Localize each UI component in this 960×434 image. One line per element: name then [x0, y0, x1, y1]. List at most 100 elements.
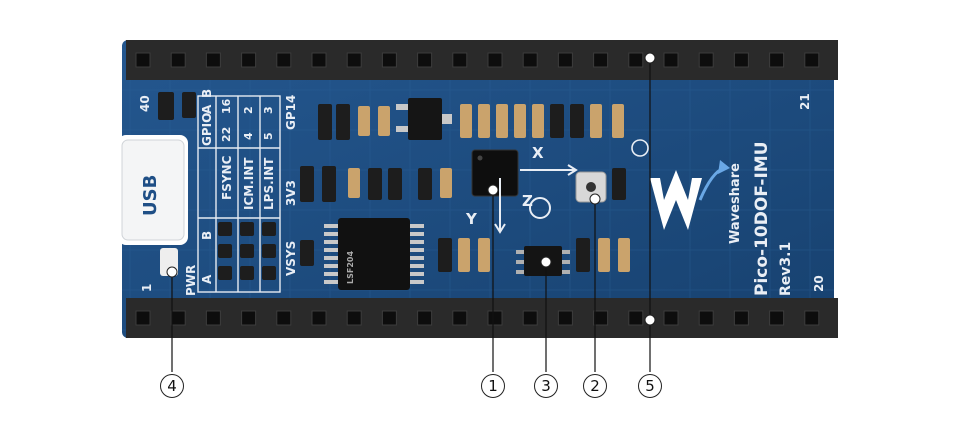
v3v3-label: 3V3 [284, 180, 298, 206]
gp14-label: GP14 [284, 94, 298, 130]
header-pin-bottom [733, 310, 749, 326]
pin-21-label: 21 [798, 93, 812, 110]
header-pin-bottom [135, 310, 151, 326]
model-label: Pico-10DOF-IMU [752, 141, 772, 296]
ic-pin [410, 224, 424, 228]
row-lps-b: 3 [262, 106, 275, 114]
row-fsync-name: FSYNC [220, 155, 234, 200]
header-pin-bottom [205, 310, 221, 326]
axis-y-label: Y [466, 210, 477, 228]
header-pin-top [276, 52, 292, 68]
header-pin-bottom [276, 310, 292, 326]
header-pin-top [628, 52, 644, 68]
ic-pin [324, 224, 338, 228]
brand-label: Waveshare [728, 163, 743, 244]
ic-pin [324, 272, 338, 276]
callout-1: 1 [481, 374, 505, 398]
header-pin-bottom [346, 310, 362, 326]
waveshare-logo-graphic [650, 160, 730, 230]
header-pin-bottom [417, 310, 433, 326]
ic-pin [410, 264, 424, 268]
ic-pin [410, 272, 424, 276]
header-pin-bottom [452, 310, 468, 326]
vsys-label: VSYS [284, 240, 298, 276]
row-fsync-b: 16 [220, 98, 233, 114]
header-pin-bottom [522, 310, 538, 326]
axis-x-label: X [532, 144, 544, 162]
icm20948-imu-chip [471, 149, 519, 197]
row-icm-name: ICM.INT [242, 157, 256, 210]
ic-marking: LSF204 [346, 250, 355, 284]
header-pin-top [417, 52, 433, 68]
ic-pin [324, 248, 338, 252]
pwr-label: PWR [184, 264, 198, 296]
callout-2: 2 [583, 374, 607, 398]
ic-pin [410, 248, 424, 252]
ic-pin [410, 280, 424, 284]
row-lps-a: 5 [262, 132, 275, 140]
table-header-b: B [200, 88, 214, 98]
header-pin-bottom [698, 310, 714, 326]
table-col-a-label: A [200, 274, 214, 284]
axis-arrows [494, 164, 578, 234]
revision-label: Rev3.1 [778, 241, 794, 296]
header-pin-bottom [311, 310, 327, 326]
gpio-table-frame [197, 95, 281, 293]
callout-4: 4 [160, 374, 184, 398]
row-lps-name: LPS.INT [262, 157, 276, 210]
header-pin-top [522, 52, 538, 68]
callout-5: 5 [638, 374, 662, 398]
ic-pin [324, 280, 338, 284]
ic-pin [410, 256, 424, 260]
header-pin-top [452, 52, 468, 68]
row-icm-b: 2 [242, 106, 255, 114]
header-pin-bottom [241, 310, 257, 326]
header-pin-bottom [628, 310, 644, 326]
header-pin-bottom [557, 310, 573, 326]
top-pin-header [126, 40, 838, 80]
bottom-pin-header [126, 298, 838, 338]
ic-pin [324, 264, 338, 268]
header-pin-bottom [804, 310, 820, 326]
axis-z-label: Z [522, 192, 533, 210]
row-icm-a: 4 [242, 132, 255, 140]
header-pin-bottom [663, 310, 679, 326]
ic-pin [410, 232, 424, 236]
header-pin-top [733, 52, 749, 68]
header-pin-top [769, 52, 785, 68]
row-fsync-a: 22 [220, 126, 233, 142]
header-pin-top [135, 52, 151, 68]
level-shifter-ic [324, 218, 424, 290]
table-header-gpio: GPIO [200, 112, 214, 146]
ic-pin [324, 256, 338, 260]
pin-1-label: 1 [140, 283, 154, 292]
pin-20-label: 20 [812, 275, 826, 292]
header-pin-top [170, 52, 186, 68]
header-pin-top [241, 52, 257, 68]
header-pin-top [381, 52, 397, 68]
lps22hb-pressure-sensor [575, 171, 607, 203]
header-pin-bottom [487, 310, 503, 326]
table-col-b-label: B [200, 230, 214, 240]
header-pin-top [804, 52, 820, 68]
callout-3: 3 [534, 374, 558, 398]
header-pin-top [205, 52, 221, 68]
header-pin-top [346, 52, 362, 68]
header-pin-top [557, 52, 573, 68]
passive-components [158, 92, 630, 280]
header-pin-bottom [769, 310, 785, 326]
pin-40-label: 40 [138, 95, 152, 112]
table-header-a: A [200, 104, 214, 114]
header-pin-bottom [381, 310, 397, 326]
header-pin-top [311, 52, 327, 68]
header-pin-bottom [593, 310, 609, 326]
header-pin-top [593, 52, 609, 68]
header-pin-bottom [170, 310, 186, 326]
header-pin-top [663, 52, 679, 68]
usb-label: USB [140, 174, 161, 216]
header-pin-top [698, 52, 714, 68]
ic-pin [324, 240, 338, 244]
header-pin-top [487, 52, 503, 68]
